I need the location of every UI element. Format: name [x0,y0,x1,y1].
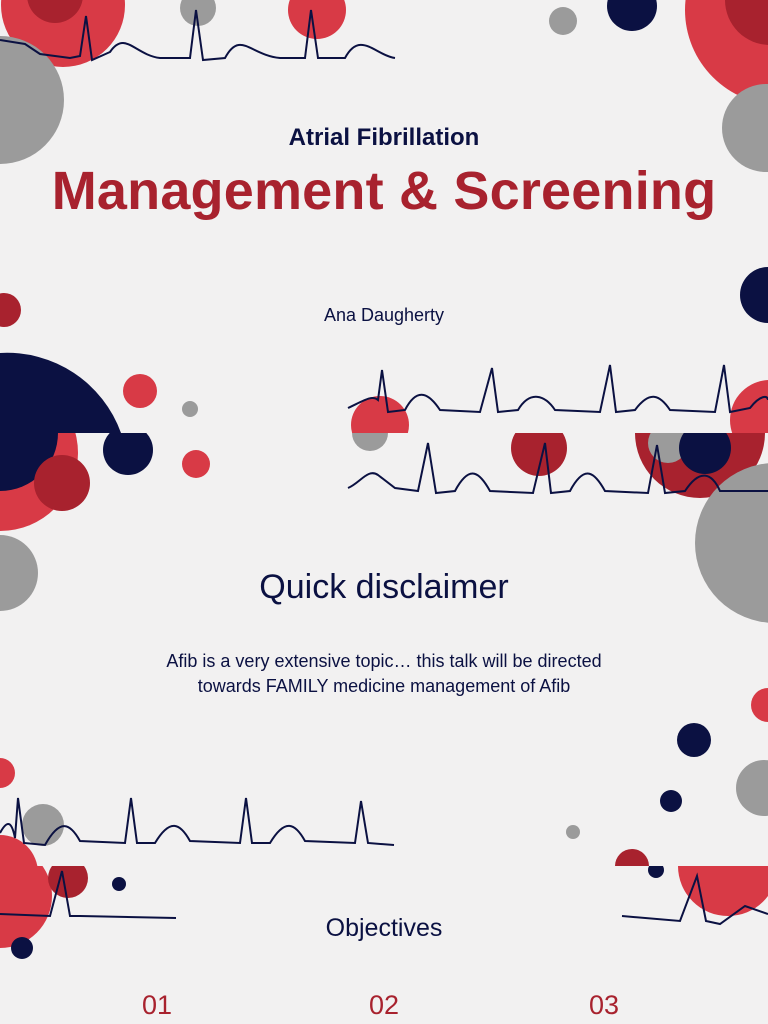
decor-circle [725,0,768,45]
decor-circle [648,866,664,878]
slide-objectives: Objectives 01 02 03 [0,866,768,1024]
ecg-line [0,870,177,919]
decor-circle [511,433,567,476]
decor-circle [34,455,90,511]
objectives-heading: Objectives [325,914,443,942]
ecg-line [347,364,768,414]
section-heading: Quick disclaimer [259,568,509,606]
decor-circle [678,866,768,916]
decor-half-circle [0,433,58,491]
decor-circle [0,293,21,327]
decorative-background [0,0,768,433]
disclaimer-text: Afib is a very extensive topic… this tal… [0,649,768,699]
slide-title: Atrial Fibrillation Management & Screeni… [0,0,768,433]
ecg-line [347,442,768,495]
objective-number: 03 [588,990,620,1020]
decor-circle [112,877,126,891]
decor-circle [11,937,33,959]
decor-circle [288,0,346,39]
decor-circle [722,84,768,172]
decor-circle [607,0,657,31]
objective-number: 02 [368,990,400,1020]
decor-circle [740,267,768,323]
disclaimer-line-1: Afib is a very extensive topic… this tal… [166,651,602,671]
slide-disclaimer: Quick disclaimer Afib is a very extensiv… [0,433,768,866]
decor-circle [549,7,577,35]
decor-circle [123,374,157,408]
decor-circle [351,396,409,433]
decor-circle [730,380,768,433]
decor-circle [0,535,38,611]
decor-circle [352,433,388,451]
decor-circle [182,450,210,478]
decor-circle [103,433,153,475]
decorative-background [0,866,768,959]
presentation-subtitle: Atrial Fibrillation [288,124,480,151]
ecg-line [621,872,768,926]
decor-circle [0,866,52,948]
decor-circle [0,36,64,164]
decor-circle [180,0,216,26]
decor-half-circle [0,352,121,433]
decor-circle [182,401,198,417]
decor-circle [679,433,731,474]
presentation-title: Management & Screening [51,161,717,221]
decorative-background [0,433,768,623]
decor-circle [695,463,768,623]
disclaimer-line-2: towards FAMILY medicine management of Af… [197,676,571,696]
decor-circle [48,866,88,898]
author-name: Ana Daugherty [323,305,445,325]
objective-number: 01 [141,990,173,1020]
ecg-line [0,9,396,62]
decor-circle [27,0,83,23]
